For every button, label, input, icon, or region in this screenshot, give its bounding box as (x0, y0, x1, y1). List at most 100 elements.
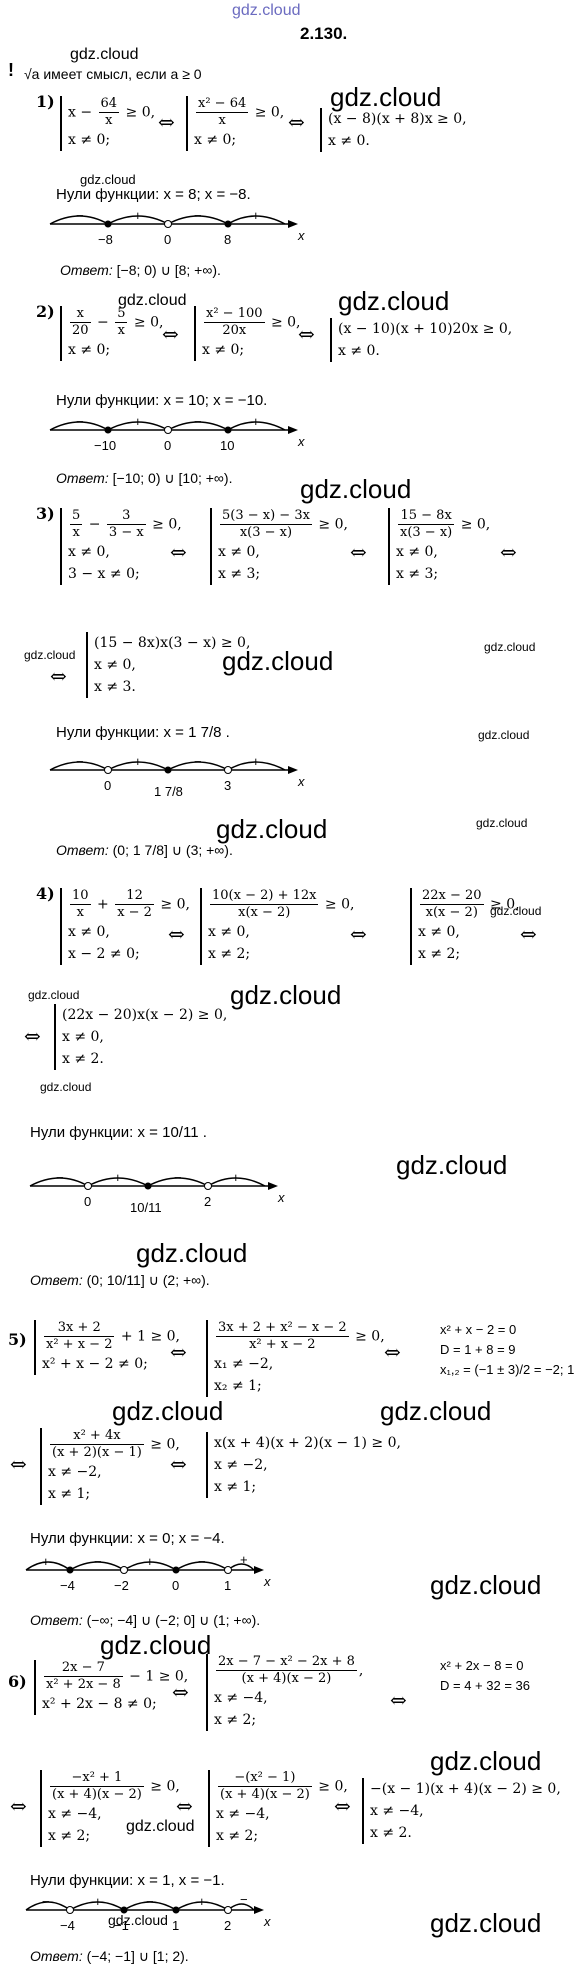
svg-text:−: − (194, 414, 202, 429)
svg-text:−: − (76, 208, 84, 223)
watermark: gdz.cloud (70, 46, 139, 63)
p5-system-3: x² + 4x(x + 2)(x − 1) ≥ 0, x ≠ −2, x ≠ 1… (40, 1428, 180, 1505)
equiv-icon: ⇔ (350, 922, 367, 946)
svg-text:1: 1 (172, 1918, 179, 1933)
svg-text:+: + (134, 754, 142, 769)
svg-text:0: 0 (164, 438, 171, 453)
equiv-icon: ⇔ (10, 1452, 27, 1476)
svg-text:−: − (56, 1170, 64, 1185)
svg-text:−: − (76, 754, 84, 769)
svg-text:3: 3 (224, 778, 231, 793)
svg-text:−: − (94, 1554, 102, 1569)
filled-point (164, 766, 172, 774)
svg-text:x: x (263, 1914, 271, 1929)
svg-text:+: + (94, 1894, 102, 1909)
p1-zeros: Нули функции: x = 8; x = −8. (56, 186, 251, 203)
filled-point (66, 1566, 74, 1574)
watermark: gdz.cloud (136, 1238, 248, 1268)
equiv-icon: ⇔ (168, 922, 185, 946)
p2-number-line: − + − + −10 0 10 x (49, 414, 305, 453)
watermark: gdz.cloud (112, 1396, 224, 1426)
empty-point (224, 766, 232, 774)
p6-answer: Ответ: (−4; −1] ∪ [1; 2). (30, 1948, 189, 1964)
p4-zeros: Нули функции: x = 10/11 . (30, 1124, 207, 1141)
svg-text:−: − (194, 208, 202, 223)
svg-text:10/11: 10/11 (130, 1200, 162, 1215)
p5-discriminant: x² + x − 2 = 0 D = 1 + 8 = 9 x₁,₂ = (−1 … (440, 1322, 575, 1377)
problem-5-label: 5) (8, 1330, 27, 1349)
svg-text:−10: −10 (94, 438, 116, 453)
p2-answer: Ответ: [−10; 0) ∪ [10; +∞). (56, 470, 233, 486)
svg-text:+: + (198, 1894, 206, 1909)
p6-system-3: −x² + 1(x + 4)(x − 2) ≥ 0, x ≠ −4, x ≠ 2… (40, 1770, 180, 1847)
svg-text:0: 0 (164, 232, 171, 247)
problem-3-label: 3) (36, 504, 55, 523)
p1-answer: Ответ: [−8; 0) ∪ [8; +∞). (60, 262, 221, 278)
watermark: gdz.cloud (476, 816, 528, 830)
empty-point (204, 1182, 212, 1190)
filled-point (104, 220, 112, 228)
p3-system-4: (15 − 8x)x(3 − x) ≥ 0, x ≠ 0, x ≠ 3. (86, 632, 250, 698)
empty-point (84, 1182, 92, 1190)
svg-text:−: − (76, 414, 84, 429)
watermark: gdz.cloud (40, 1080, 92, 1094)
svg-text:2: 2 (204, 1194, 211, 1209)
watermark: gdz.cloud (430, 1570, 542, 1600)
p6-system-2: 2x − 7 − x² − 2x + 8(x + 4)(x − 2), x ≠ … (206, 1654, 363, 1731)
filled-point (172, 1566, 180, 1574)
p2-zeros: Нули функции: x = 10; x = −10. (56, 392, 268, 409)
problem-1-label: 1) (36, 92, 55, 111)
svg-text:−: − (194, 754, 202, 769)
watermark: gdz.cloud (484, 640, 536, 654)
equiv-icon: ⇔ (170, 1452, 187, 1476)
watermark: gdz.cloud (396, 1150, 508, 1180)
equiv-icon: ⇔ (170, 540, 187, 564)
p5-system-4: x(x + 4)(x + 2)(x − 1) ≥ 0, x ≠ −2, x ≠ … (206, 1432, 401, 1498)
watermark: gdz.cloud (478, 728, 530, 742)
equiv-icon: ⇔ (334, 1794, 351, 1818)
note-text: √a имеет смысл, если a ≥ 0 (24, 66, 202, 82)
empty-point (104, 766, 112, 774)
svg-text:+: + (134, 208, 142, 223)
watermark: gdz.cloud (118, 292, 187, 309)
svg-text:+: + (252, 414, 260, 429)
p5-zeros: Нули функции: x = 0; x = −4. (30, 1530, 225, 1547)
watermark: gdz.cloud (80, 172, 136, 187)
watermark: gdz.cloud (100, 1630, 212, 1660)
filled-point (104, 426, 112, 434)
svg-text:1: 1 (224, 1578, 231, 1593)
p6-number-line: − + − + − −4 −1 1 2 x (25, 1892, 271, 1933)
svg-text:−2: −2 (114, 1578, 129, 1593)
svg-text:x: x (263, 1574, 271, 1589)
watermark: gdz.cloud (126, 1818, 195, 1835)
svg-text:0: 0 (172, 1578, 179, 1593)
p5-answer: Ответ: (−∞; −4] ∪ (−2; 0] ∪ (1; +∞). (30, 1612, 261, 1628)
site-logo: gdz.cloud (232, 2, 301, 19)
svg-text:x: x (297, 434, 305, 449)
svg-text:0: 0 (84, 1194, 91, 1209)
empty-point (120, 1566, 128, 1574)
p6-discriminant: x² + 2x − 8 = 0 D = 4 + 32 = 36 (440, 1658, 530, 1693)
p6-system-5: −(x − 1)(x + 4)(x − 2) ≥ 0, x ≠ −4, x ≠ … (362, 1778, 561, 1844)
svg-text:+: + (252, 208, 260, 223)
watermark: gdz.cloud (380, 1396, 492, 1426)
svg-text:−: − (240, 1892, 248, 1907)
equiv-icon: ⇔ (384, 1340, 401, 1364)
p2-system-3: (x − 10)(x + 10)20x ≥ 0, x ≠ 0. (330, 318, 512, 362)
svg-text:+: + (252, 754, 260, 769)
filled-point (144, 1182, 152, 1190)
svg-text:0: 0 (104, 778, 111, 793)
svg-text:x: x (277, 1190, 285, 1205)
svg-text:−4: −4 (60, 1918, 75, 1933)
svg-text:+: + (42, 1554, 50, 1569)
p3-zeros: Нули функции: x = 1 7/8 . (56, 724, 230, 741)
filled-point (172, 1906, 180, 1914)
